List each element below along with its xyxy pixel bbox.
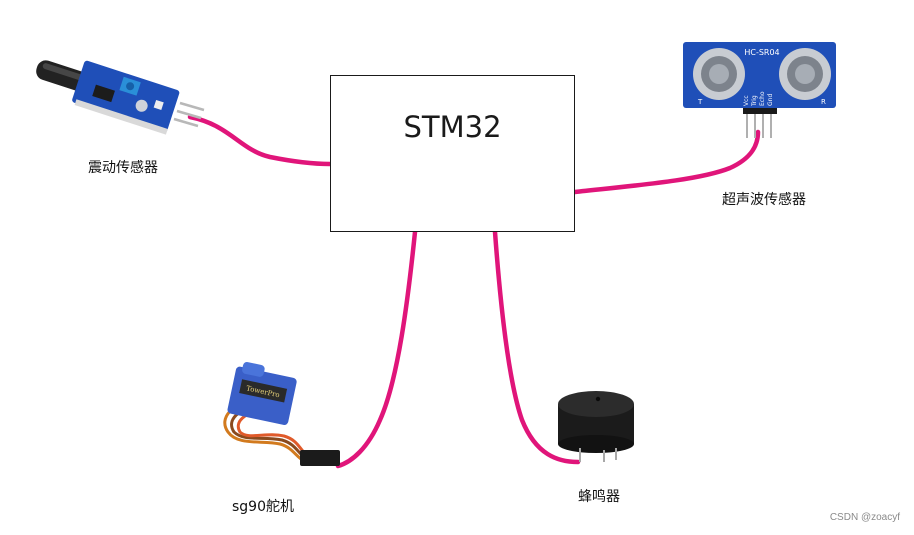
buzzer-image xyxy=(558,391,634,462)
buzzer-label: 蜂鸣器 xyxy=(578,489,620,505)
ultrasonic-pin-label-vcc: Vcc xyxy=(743,95,750,106)
ultrasonic-pin-label-trig: Trig xyxy=(751,95,758,107)
wire-ultrasonic-to-stm32 xyxy=(572,129,761,195)
servo-label: sg90舵机 xyxy=(232,499,294,515)
wire-servo-to-stm32 xyxy=(335,229,418,469)
wire-buzzer-to-stm32 xyxy=(492,229,581,465)
ultrasonic-pin-label-gnd: Gnd xyxy=(767,94,774,106)
ultrasonic-side-label-r: R xyxy=(821,98,826,106)
ultrasonic-sensor-image: HC-SR04 T R Vcc Trig Echo Gnd xyxy=(683,42,836,138)
watermark: CSDN @zoacyf xyxy=(829,512,900,523)
stm32-box: STM32 xyxy=(330,75,575,232)
vibration-sensor-image xyxy=(36,60,205,135)
stm32-label: STM32 xyxy=(403,110,502,144)
wire-vibration-to-stm32 xyxy=(187,114,333,167)
ultrasonic-sensor-label: 超声波传感器 xyxy=(722,192,806,208)
vibration-sensor-label: 震动传感器 xyxy=(88,160,158,176)
ultrasonic-side-label-t: T xyxy=(697,98,703,106)
ultrasonic-pin-label-echo: Echo xyxy=(759,91,766,106)
servo-image: TowerPro xyxy=(223,361,340,466)
ultrasonic-module-text: HC-SR04 xyxy=(744,48,779,57)
